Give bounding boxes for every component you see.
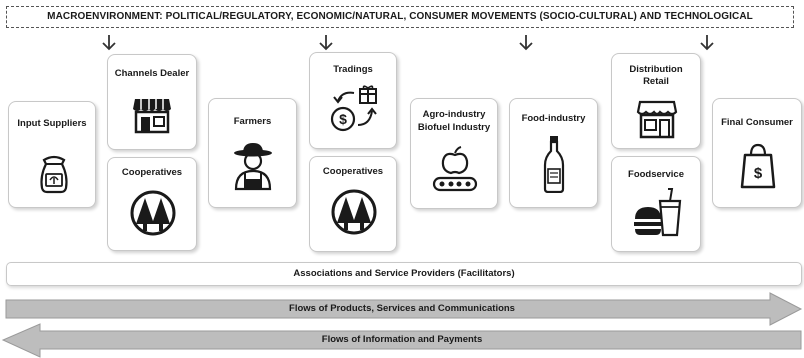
node-label: Foodservice	[628, 169, 684, 180]
associations-bar: Associations and Service Providers (Faci…	[6, 262, 802, 286]
node-channels-dealer: Channels Dealer	[107, 54, 197, 150]
flow-backward-label: Flows of Information and Payments	[321, 334, 483, 345]
seed-bag-icon	[40, 155, 68, 194]
node-label: Cooperatives	[121, 167, 183, 178]
node-label: Cooperatives	[322, 166, 384, 177]
node-label: Agro-industry	[422, 109, 486, 120]
node-cooperatives-2: Cooperatives	[309, 156, 397, 252]
down-arrow-icon	[319, 35, 333, 51]
flow-forward: Flows of Products, Services and Communic…	[0, 292, 804, 326]
apple-conveyor-icon	[432, 146, 478, 192]
burger-drink-icon	[634, 188, 682, 237]
trade-exchange-icon: $	[330, 85, 377, 132]
dollar-sign: $	[754, 165, 763, 182]
farmer-icon	[234, 143, 272, 191]
shopping-bag-icon: $	[740, 143, 776, 189]
store-icon	[133, 99, 171, 134]
left-arrow-icon	[1, 323, 802, 358]
node-tradings: Tradings $	[309, 52, 397, 149]
node-label: Distribution	[629, 64, 683, 75]
dollar-sign: $	[339, 111, 347, 127]
node-cooperatives-1: Cooperatives	[107, 157, 197, 251]
down-arrow-icon	[519, 35, 533, 51]
cooperative-pines-icon	[130, 190, 176, 236]
node-label: Retail	[643, 76, 669, 87]
node-label: Food-industry	[521, 113, 586, 124]
node-label: Input Suppliers	[17, 118, 87, 129]
flow-forward-label: Flows of Products, Services and Communic…	[289, 303, 515, 314]
flow-backward: Flows of Information and Payments	[0, 323, 804, 358]
down-arrow-icon	[700, 35, 714, 51]
cooperative-pines-icon	[331, 189, 377, 235]
node-label: Biofuel Industry	[417, 122, 491, 133]
right-arrow-icon	[5, 292, 803, 326]
node-foodservice: Foodservice	[611, 156, 701, 252]
node-label: Tradings	[333, 64, 373, 75]
down-arrow-icon	[102, 35, 116, 51]
node-food-industry: Food-industry	[509, 98, 598, 208]
node-label: Channels Dealer	[114, 68, 190, 79]
node-input-suppliers: Input Suppliers	[8, 101, 96, 208]
sauce-bottle-icon	[543, 136, 565, 193]
node-label: Farmers	[233, 116, 272, 127]
node-distribution-retail: Distribution Retail	[611, 53, 701, 149]
node-farmers: Farmers	[208, 98, 297, 208]
node-agro-industry: Agro-industry Biofuel Industry	[410, 98, 498, 209]
retail-store-icon	[636, 100, 678, 139]
node-final-consumer: Final Consumer $	[712, 98, 802, 208]
node-label: Final Consumer	[721, 117, 793, 128]
macroenvironment-banner: MACROENVIRONMENT: POLITICAL/REGULATORY, …	[6, 6, 794, 28]
